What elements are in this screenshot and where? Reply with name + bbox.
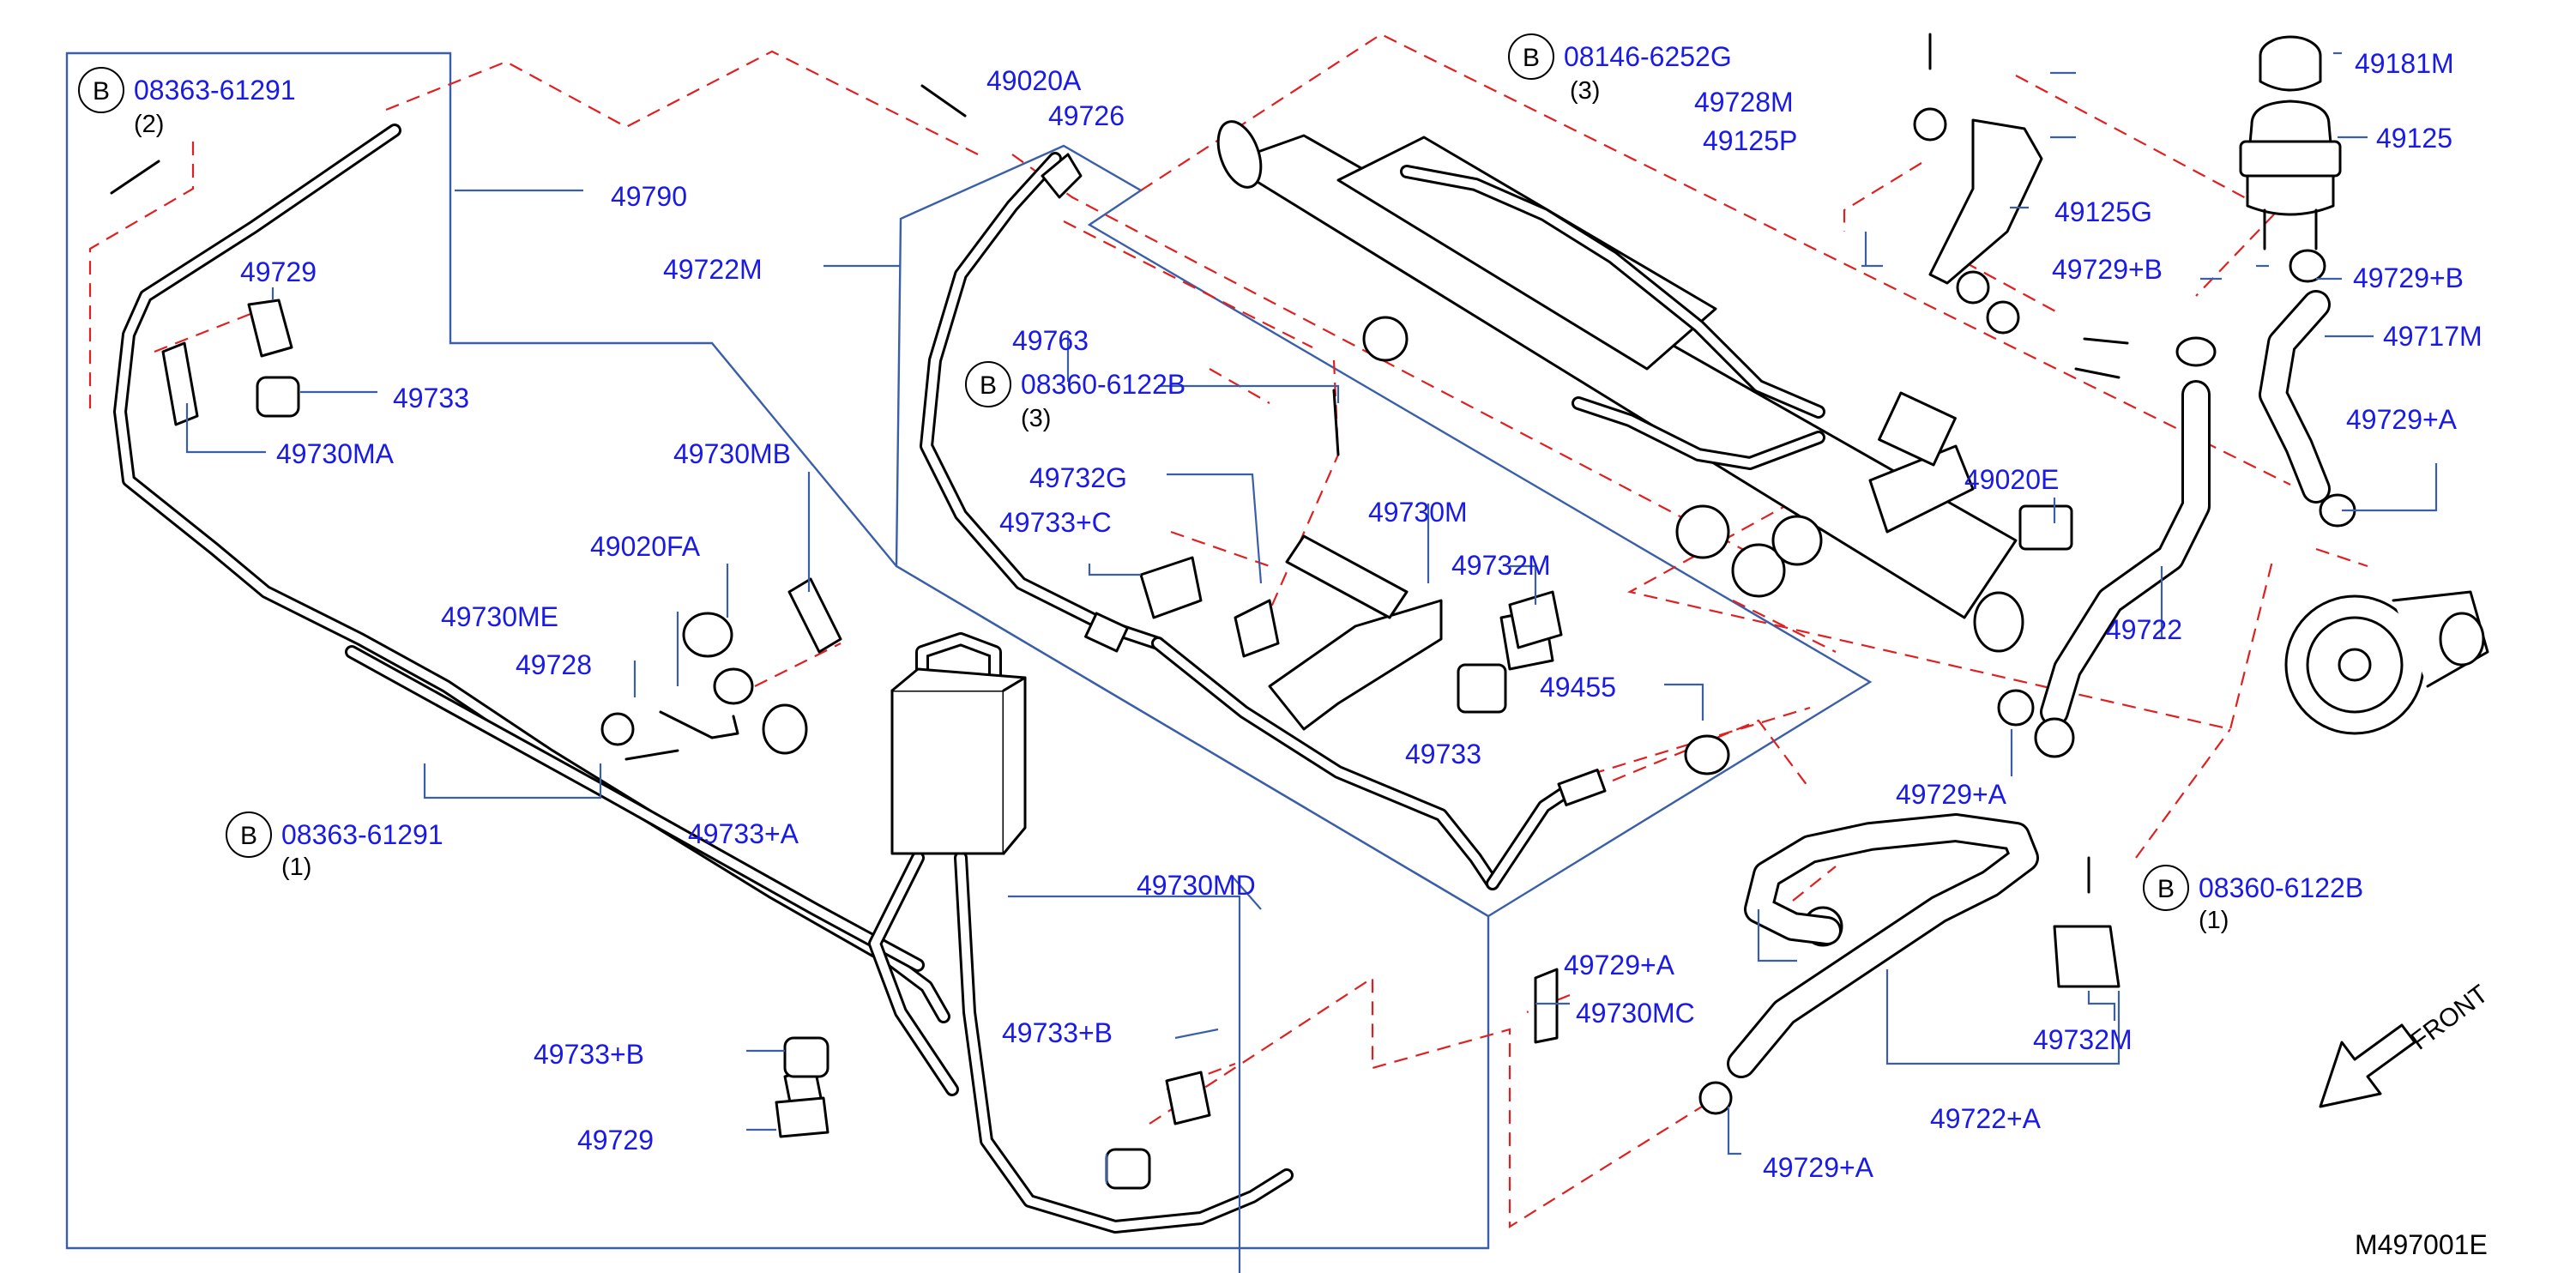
bolts <box>110 33 2129 894</box>
part-label: 49125 <box>2376 123 2452 154</box>
part-label: 49730MD <box>1137 870 1256 901</box>
part-label: 49730MC <box>1576 998 1695 1029</box>
reservoir-tank-49125 <box>2239 35 2342 250</box>
bracket-49730m <box>1268 599 1443 731</box>
hose-49722 <box>2034 336 2217 758</box>
part-label: 49729+A <box>1763 1152 1874 1183</box>
group-box-49790 <box>65 51 1490 1250</box>
part-label: 49733+A <box>688 818 799 849</box>
steering-gear-assembly <box>1216 120 2024 653</box>
bolt-marker-circle <box>965 361 1011 407</box>
bolt-qty: (3) <box>1021 405 1051 432</box>
part-label: 49790 <box>611 181 687 212</box>
bolt-marker-circle <box>78 67 124 113</box>
part-label: 49730ME <box>441 601 558 632</box>
pressure-hose-49722m <box>920 152 1607 890</box>
bolt-qty: (1) <box>281 854 311 881</box>
bolt-marker: B <box>93 77 110 106</box>
part-label: 49728M <box>1694 87 1794 118</box>
leader-lines <box>185 51 2438 1273</box>
bolt-callout-5: B 08360-6122B (1) <box>2143 865 2363 934</box>
bolt-marker: B <box>2157 875 2175 903</box>
part-label: 49729+A <box>2346 404 2458 435</box>
bolt-marker: B <box>240 822 257 850</box>
part-label: 49729+A <box>1564 950 1675 980</box>
bolt-marker-circle <box>226 811 272 858</box>
hose-49717m <box>2259 249 2356 528</box>
bolt-qty: (2) <box>134 111 164 138</box>
part-label: 49722+A <box>1930 1103 2042 1134</box>
part-label: 49732M <box>2033 1024 2133 1055</box>
part-label: 49729 <box>240 256 317 287</box>
bolt-qty: (3) <box>1570 77 1600 105</box>
front-indicator: FRONT <box>2319 980 2494 1108</box>
cooler-loop <box>868 632 1294 1234</box>
bolt-code: 08360-6122B <box>1021 369 1185 400</box>
part-label: 49733+B <box>534 1039 644 1070</box>
bolt-code: 08363-61291 <box>281 819 443 850</box>
part-label: 49181M <box>2355 48 2454 79</box>
parts-artwork <box>110 33 2489 1234</box>
assembly-lines <box>88 33 2368 1228</box>
part-label: 49729+B <box>2052 254 2163 285</box>
bolt-qty: (1) <box>2199 907 2229 934</box>
reservoir-bracket-49125g <box>1913 107 2043 335</box>
part-label: 49729+A <box>1896 779 2007 810</box>
front-arrow-icon <box>2319 1023 2416 1108</box>
part-label: 49730M <box>1368 497 1468 528</box>
part-label: 49020FA <box>590 531 701 562</box>
return-hose-49722a <box>1727 813 2039 1078</box>
group-boxes <box>65 51 1873 1250</box>
group-box-49722m <box>895 144 1873 918</box>
bolt-marker: B <box>1523 44 1540 72</box>
part-label: 49020A <box>986 65 1082 96</box>
bolt-code: 08360-6122B <box>2199 872 2363 903</box>
part-label: 49728 <box>516 649 592 680</box>
bolt-marker: B <box>980 371 997 400</box>
bolt-code: 08146-6252G <box>1564 41 1732 72</box>
part-label: 49455 <box>1540 672 1616 703</box>
bolt-callouts: B 08363-61291 (2) B 08363-61291 (1) B 08… <box>78 33 2363 934</box>
part-label: 49722 <box>2106 614 2182 645</box>
part-label: 49732G <box>1029 462 1127 493</box>
part-label: 49763 <box>1012 325 1089 356</box>
part-label: 49729 <box>577 1125 654 1155</box>
part-label: 49732M <box>1451 550 1551 581</box>
return-pipe-49790 <box>113 124 950 1023</box>
bolt-callout-1: B 08363-61291 (2) <box>78 67 296 138</box>
part-label: 49020E <box>1964 464 2059 495</box>
part-label: 49729+B <box>2353 262 2464 293</box>
part-label: 49733+B <box>1002 1017 1113 1048</box>
part-label: 49125P <box>1703 125 1797 156</box>
part-label: 49717M <box>2383 321 2482 352</box>
bolt-code: 08363-61291 <box>134 75 296 106</box>
part-label: 49733 <box>1405 739 1481 769</box>
bolt-callout-2: B 08363-61291 (1) <box>226 811 443 881</box>
drawing-code: M497001E <box>2355 1229 2488 1260</box>
bolt-callout-3: B 08360-6122B (3) <box>965 361 1185 432</box>
bolt-callout-4: B 08146-6252G (3) <box>1508 33 1732 105</box>
part-label: 49125G <box>2054 196 2152 227</box>
part-label: 49730MB <box>673 438 791 469</box>
front-label: FRONT <box>2405 980 2493 1056</box>
bracket-49730m-tab <box>1285 534 1409 619</box>
part-label: 49733+C <box>999 507 1112 538</box>
bolt-marker-circle <box>2143 865 2189 911</box>
part-label: 49730MA <box>276 438 395 469</box>
part-label: 49726 <box>1048 100 1125 131</box>
part-label: 49722M <box>663 254 763 285</box>
power-steering-pump <box>2284 590 2489 735</box>
part-labels: 49020A 49726 49790 49722M 49763 49729 49… <box>240 48 2482 1183</box>
part-label: 49733 <box>393 383 469 413</box>
bolt-marker-circle <box>1508 33 1554 80</box>
